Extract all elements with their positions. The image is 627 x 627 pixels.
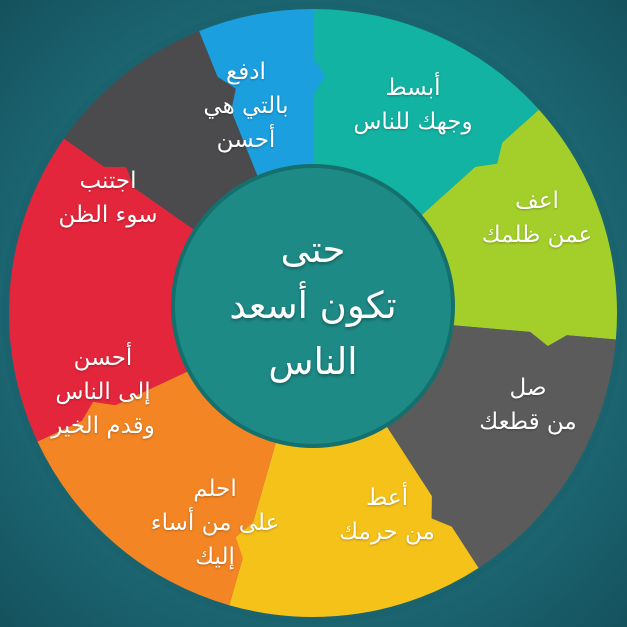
segment-dark-line-2: سوء الظن xyxy=(58,202,158,228)
segment-label-blue: ادفع بالتي هي أحسن xyxy=(203,55,288,157)
segment-arrow-blue xyxy=(210,72,236,118)
segment-dark-line-1: اجتنب xyxy=(79,168,137,194)
segments-layer xyxy=(8,8,617,617)
segment-arrow-lime xyxy=(468,134,505,168)
segment-blue-line-3: أحسن xyxy=(216,127,276,153)
segment-arrow-orange xyxy=(235,518,258,566)
segment-teal-line-2: وجهك للناس xyxy=(353,109,473,135)
center-line-3: الناس xyxy=(268,340,358,383)
segment-blue-line-2: بالتي هي xyxy=(203,93,289,119)
segment-lime-line-2: عمن ظلمك xyxy=(481,222,593,248)
segment-label-teal: أبسط وجهك للناس xyxy=(353,71,472,139)
center-line-2: تكون أسعد xyxy=(229,284,397,327)
segment-orange-line-2: على من أساء xyxy=(150,510,280,536)
segment-blue-line-1: ادفع xyxy=(226,59,266,85)
segment-label-red: أحسن إلى الناس وقدم الخير xyxy=(51,341,155,443)
segment-label-dark: اجتنب سوء الظن xyxy=(58,164,157,232)
center-text: حتى تكون أسعد الناس xyxy=(229,222,396,390)
segment-label-lime: اعف عمن ظلمك xyxy=(482,184,592,252)
segment-red xyxy=(8,138,313,442)
segment-red-line-3: وقدم الخير xyxy=(51,413,155,439)
segment-red-line-1: أحسن xyxy=(73,345,133,371)
segment-teal-line-1: أبسط xyxy=(385,75,441,101)
segment-orange-line-3: إليك xyxy=(195,544,235,570)
segment-orange-line-1: احلم xyxy=(193,476,237,502)
segment-yellow-line-2: من حرمك xyxy=(339,519,435,545)
center-line-1: حتى xyxy=(280,228,346,271)
segment-red-line-2: إلى الناس xyxy=(55,379,151,405)
segment-gray-line-1: صل xyxy=(509,375,547,401)
segment-arrow-dark xyxy=(96,166,137,195)
segment-yellow-line-1: أعط xyxy=(366,485,408,511)
segment-arrow-yellow xyxy=(431,489,460,530)
segment-arrow-red xyxy=(78,401,122,428)
segment-arrow-gray xyxy=(525,327,574,347)
segment-label-gray: صل من قطعك xyxy=(479,371,576,439)
segment-gray-line-2: من قطعك xyxy=(479,409,577,435)
segment-label-orange: احلم على من أساء إليك xyxy=(151,472,279,574)
center-circle xyxy=(171,164,455,448)
segment-label-yellow: أعط من حرمك xyxy=(339,481,435,549)
segment-lime-line-1: اعف xyxy=(515,188,559,214)
